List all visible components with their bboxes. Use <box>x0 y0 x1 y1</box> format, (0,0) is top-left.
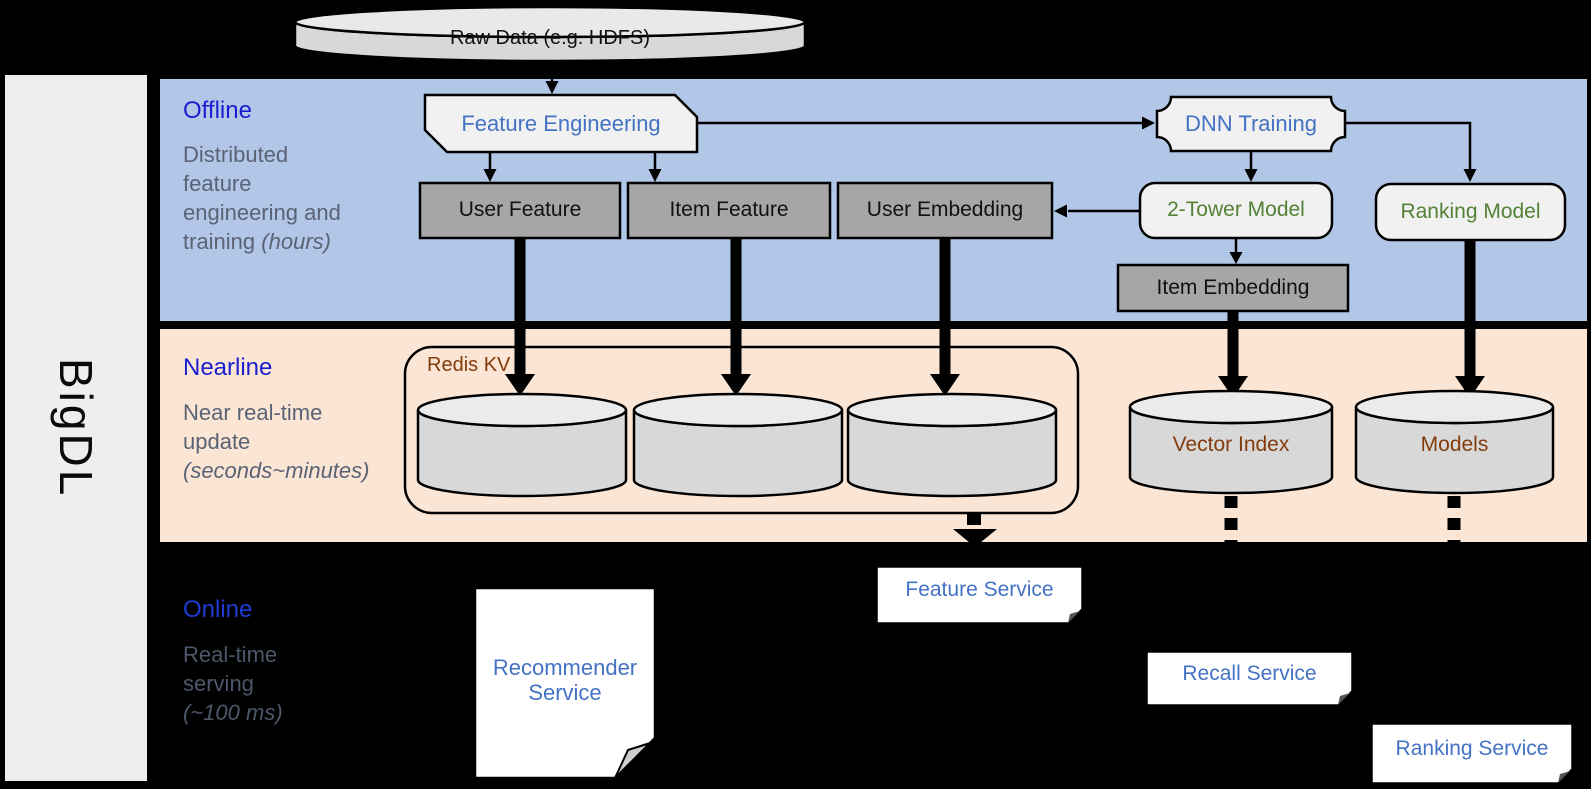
user-feature-shape <box>418 181 622 240</box>
offline-desc-note: (hours) <box>261 229 331 255</box>
arrowhead <box>1229 252 1243 264</box>
feature-service-shape <box>876 566 1083 624</box>
online-desc-note: (~100 ms) <box>183 700 283 726</box>
arrowhead <box>721 374 751 396</box>
nearline-desc-text: Near real-time update <box>183 400 323 455</box>
recommender-service-shape <box>473 586 657 780</box>
recall-service-label: Recall Service <box>1182 661 1317 685</box>
arrowhead <box>1463 169 1477 182</box>
online-section-desc: Real-time serving (~100 ms) <box>183 640 295 727</box>
online-section-title: Online <box>183 596 253 623</box>
models-cylinder <box>1354 389 1555 495</box>
recommender-service-label: Recommender Service <box>492 654 638 705</box>
ranking-service-shape <box>1371 723 1573 784</box>
feature-engineering-label: Feature Engineering <box>461 110 661 136</box>
vector-index-cylinder <box>1128 389 1334 495</box>
dnn-training-label: DNN Training <box>1184 111 1318 137</box>
folded-corner <box>1338 693 1350 705</box>
redis-out-dash <box>967 512 981 525</box>
arrowhead <box>545 81 559 94</box>
bigdl-sidebar: BigDL <box>5 75 147 781</box>
thin-arrows <box>483 62 1477 264</box>
arrowhead <box>1142 116 1155 130</box>
ranking-model-shape <box>1374 182 1567 242</box>
item-feature-shape <box>626 181 832 240</box>
redis-kv-container <box>403 345 1080 515</box>
user-feature-label: User Feature <box>458 198 582 222</box>
item-feature-label: Item Feature <box>669 198 789 222</box>
nearline-desc-note: (seconds~minutes) <box>183 458 370 484</box>
vector-index-label: Vector Index <box>1172 432 1290 456</box>
redis-out-arrowhead <box>953 529 997 547</box>
bigdl-logo-text: BigDL <box>50 357 102 499</box>
folded-corner <box>1068 611 1080 623</box>
arrowhead <box>1218 376 1248 398</box>
cylinder-top <box>1354 389 1555 425</box>
arrowhead <box>1054 204 1067 218</box>
ranking-model-label: Ranking Model <box>1400 199 1541 223</box>
recall-service-shape <box>1146 651 1353 706</box>
feature-service-label: Feature Service <box>905 577 1054 601</box>
redis-cylinder-3 <box>846 392 1058 498</box>
arrowhead <box>505 374 535 396</box>
redis-kv-label: Redis KV <box>427 353 511 376</box>
nearline-section-title: Nearline <box>183 354 273 381</box>
two-tower-model-label: 2-Tower Model <box>1167 198 1305 222</box>
online-desc-text: Real-time serving <box>183 642 278 697</box>
feature-engineering-shape <box>423 93 699 154</box>
cylinder-top <box>632 392 844 428</box>
folded-corner <box>614 742 651 779</box>
redis-cylinder-1 <box>416 392 628 498</box>
redis-cylinder-2 <box>632 392 844 498</box>
cylinder-top <box>846 392 1058 428</box>
dnn-training-shape <box>1155 95 1347 153</box>
offline-desc-text: Distributed feature engineering and trai… <box>183 142 341 255</box>
models-label: Models <box>1420 432 1489 456</box>
raw-data-cylinder <box>293 5 807 63</box>
two-tower-model-shape <box>1138 181 1334 240</box>
arrowhead <box>648 169 662 182</box>
offline-section-title: Offline <box>183 97 252 124</box>
arrowhead <box>1244 169 1258 182</box>
user-embedding-label: User Embedding <box>866 198 1024 222</box>
cylinder-top <box>416 392 628 428</box>
item-embedding-label: Item Embedding <box>1156 275 1310 299</box>
offline-section-desc: Distributed feature engineering and trai… <box>183 140 353 256</box>
dashed-connectors <box>953 496 1461 547</box>
arrowhead <box>1455 376 1485 398</box>
arrowhead <box>483 169 497 182</box>
arrow-dnn-to-rankingmodel <box>1345 121 1472 170</box>
cylinder-top <box>293 5 807 39</box>
thick-arrows <box>505 238 1485 398</box>
arrowhead <box>930 374 960 396</box>
nearline-section-desc: Near real-time update (seconds~minutes) <box>183 398 383 485</box>
folded-corner <box>1558 771 1570 783</box>
ranking-service-label: Ranking Service <box>1395 736 1549 760</box>
item-embedding-shape <box>1116 263 1350 313</box>
user-embedding-shape <box>836 181 1054 240</box>
cylinder-top <box>1128 389 1334 425</box>
raw-data-label: Raw Data (e.g. HDFS) <box>449 26 651 49</box>
